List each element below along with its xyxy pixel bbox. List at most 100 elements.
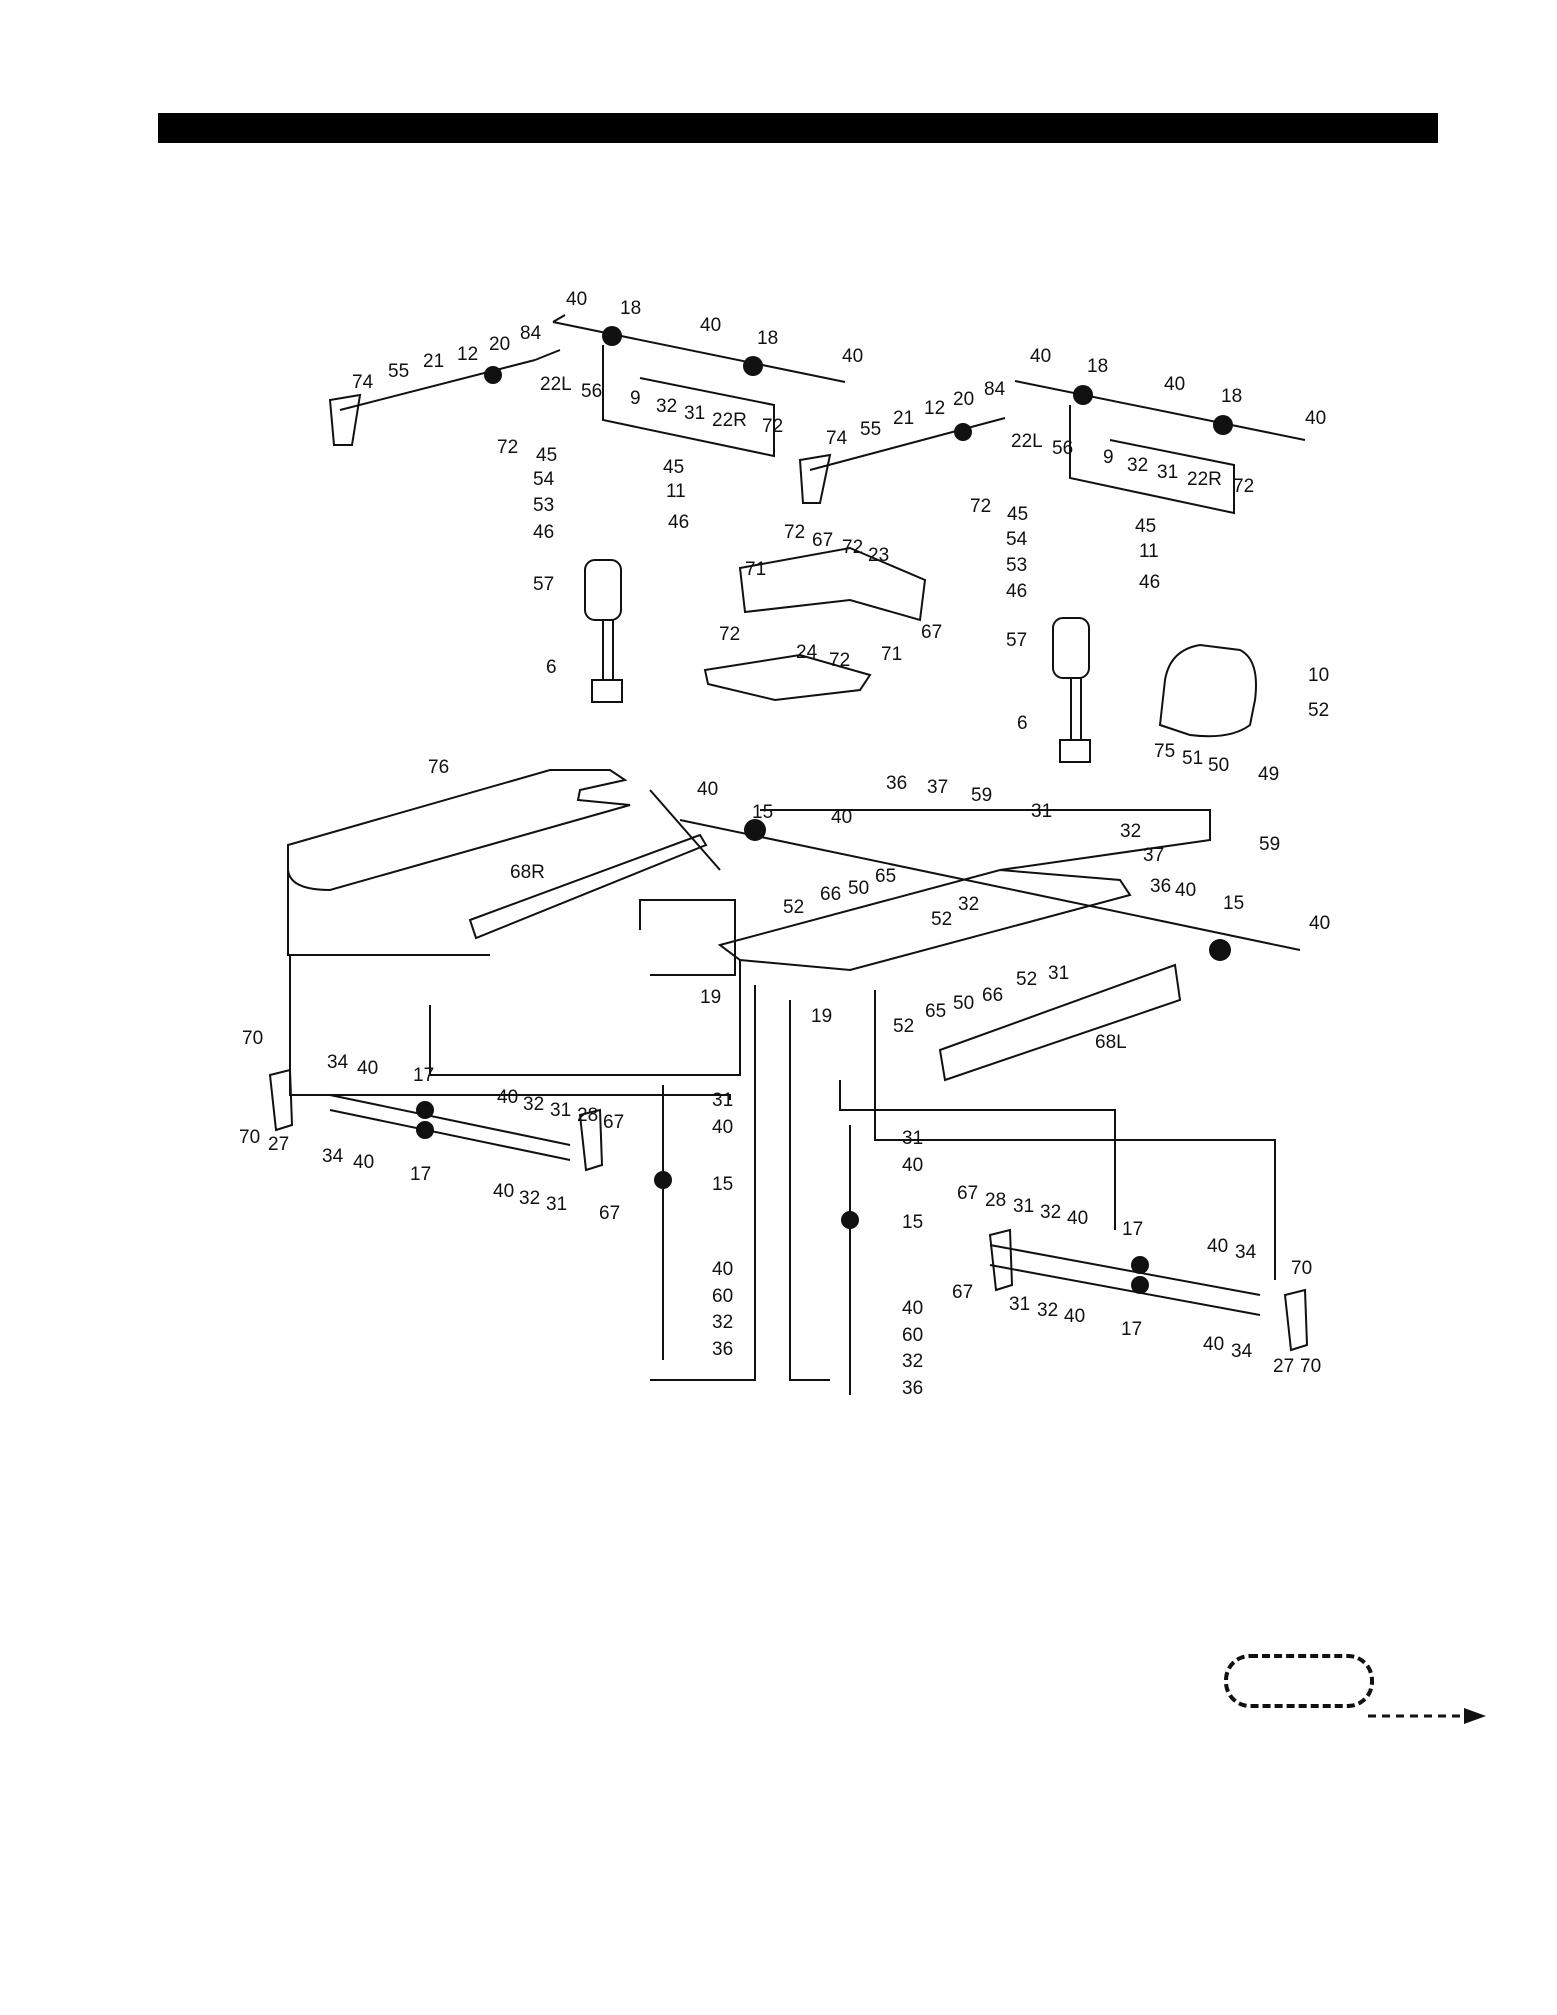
part-callout-c-m-66b: 66 — [982, 985, 1003, 1006]
part-callout-c-m-59b: 59 — [1259, 834, 1280, 855]
part-callout-c-sh-72c: 72 — [719, 624, 740, 645]
part-callout-c-pd-75: 75 — [1154, 741, 1175, 762]
part-callout-c-m-40b: 40 — [831, 807, 852, 828]
part-callout-c-bc-32b: 32 — [902, 1351, 923, 1372]
part-callout-c-tr-40c: 40 — [1305, 408, 1326, 429]
part-callout-c-tr-18a: 18 — [1087, 356, 1108, 377]
part-callout-c-m-37a: 37 — [927, 777, 948, 798]
part-callout-c-tl-31: 31 — [684, 403, 705, 424]
part-callout-c-bc-36b: 36 — [902, 1378, 923, 1399]
part-callout-c-m-40c: 40 — [1175, 880, 1196, 901]
part-callout-c-bl-34a: 34 — [327, 1052, 349, 1073]
part-callout-c-tl-45a: 45 — [536, 445, 557, 466]
part-callout-c-tr-6: 6 — [1017, 713, 1028, 734]
part-callout-c-tl-46a: 46 — [533, 522, 554, 543]
diagram-linework — [268, 314, 1309, 1395]
part-callout-c-bl-17a: 17 — [413, 1065, 434, 1086]
part-callout-c-bc-60b: 60 — [902, 1325, 923, 1346]
part-callout-c-76: 76 — [428, 757, 449, 778]
part-callout-c-br-34b: 34 — [1231, 1341, 1253, 1362]
part-callout-c-tr-84: 84 — [984, 379, 1006, 400]
part-callout-c-tr-72b: 72 — [970, 496, 991, 517]
part-callout-c-m-40d: 40 — [1309, 913, 1330, 934]
part-callout-c-tl-57: 57 — [533, 574, 554, 595]
part-callout-c-tr-46b: 46 — [1139, 572, 1160, 593]
part-callout-c-m-36b: 36 — [1150, 876, 1171, 897]
part-callout-c-tr-55: 55 — [860, 419, 881, 440]
part-callout-c-tl-18b: 18 — [757, 328, 778, 349]
part-callout-c-br-32a: 32 — [1040, 1202, 1061, 1223]
part-callout-c-bl-28: 28 — [577, 1105, 598, 1126]
part-callout-c-m-37b: 37 — [1143, 845, 1164, 866]
part-callout-c-bc-31a: 31 — [712, 1090, 733, 1111]
part-callout-c-br-40a: 40 — [1067, 1208, 1088, 1229]
part-callout-c-m-65b: 65 — [925, 1001, 946, 1022]
part-callout-c-tl-72b: 72 — [497, 437, 518, 458]
part-callout-c-br-32b: 32 — [1037, 1300, 1058, 1321]
part-callout-c-tl-22L: 22L — [540, 374, 572, 395]
part-callout-c-m-32b: 32 — [958, 894, 979, 915]
part-callout-c-tr-46a: 46 — [1006, 581, 1027, 602]
part-callout-c-tr-21: 21 — [893, 408, 914, 429]
part-callout-c-br-27: 27 — [1273, 1356, 1294, 1377]
part-callout-c-m-59a: 59 — [971, 785, 992, 806]
part-callout-c-tr-40a: 40 — [1030, 346, 1051, 367]
part-callout-c-bl-67a: 67 — [603, 1112, 624, 1133]
part-callout-c-tr-12: 12 — [924, 398, 945, 419]
next-page-arrow-icon[interactable] — [1368, 1706, 1488, 1726]
part-callout-c-m-52c: 52 — [1016, 969, 1037, 990]
part-callout-c-m-32a: 32 — [1120, 821, 1141, 842]
part-callout-c-m-50b: 50 — [953, 993, 974, 1014]
part-callout-c-sh-24: 24 — [796, 642, 818, 663]
part-callout-c-bl-27: 27 — [268, 1134, 289, 1155]
part-callout-c-tr-32: 32 — [1127, 455, 1148, 476]
part-callout-c-tr-31: 31 — [1157, 462, 1178, 483]
part-callout-c-tl-12: 12 — [457, 344, 478, 365]
part-callout-c-m-31a: 31 — [1031, 801, 1052, 822]
part-callout-c-bl-32a: 32 — [523, 1094, 544, 1115]
part-callout-c-tr-45a: 45 — [1007, 504, 1028, 525]
part-callout-c-m-65a: 65 — [875, 866, 896, 887]
part-callout-c-sh-72d: 72 — [829, 650, 850, 671]
part-callout-c-tr-74: 74 — [826, 428, 848, 449]
part-callout-c-bl-17b: 17 — [410, 1164, 431, 1185]
part-callout-c-bc-32a: 32 — [712, 1312, 733, 1333]
part-callout-c-bc-40a: 40 — [712, 1117, 733, 1138]
part-callout-c-bc-15b: 15 — [902, 1212, 923, 1233]
part-callout-c-br-17b: 17 — [1121, 1319, 1142, 1340]
part-callout-c-m-52a: 52 — [783, 897, 804, 918]
part-callout-c-tl-54: 54 — [533, 469, 555, 490]
part-callout-c-br-67a: 67 — [957, 1183, 978, 1204]
part-callout-c-tl-40b: 40 — [700, 315, 721, 336]
header-bar — [158, 113, 1438, 143]
part-callout-c-m-31b: 31 — [1048, 963, 1069, 984]
part-callout-c-pd-52: 52 — [1308, 700, 1329, 721]
part-callout-c-bl-67b: 67 — [599, 1203, 620, 1224]
part-callout-c-m-50a: 50 — [848, 878, 869, 899]
part-callout-c-tr-56: 56 — [1052, 438, 1073, 459]
part-callout-c-tl-18a: 18 — [620, 298, 641, 319]
part-callout-c-br-40b: 40 — [1207, 1236, 1228, 1257]
part-callout-c-tr-72a: 72 — [1233, 476, 1254, 497]
part-callout-c-m-52b: 52 — [931, 909, 952, 930]
part-callout-c-m-40a: 40 — [697, 779, 718, 800]
part-callout-c-tl-11: 11 — [666, 481, 686, 502]
part-callout-c-tr-22L: 22L — [1011, 431, 1043, 452]
part-callout-c-sh-23: 23 — [868, 545, 889, 566]
part-callout-c-m-15a: 15 — [752, 802, 773, 823]
diagram-hardware — [416, 326, 1233, 1294]
part-callout-c-bc-60a: 60 — [712, 1286, 733, 1307]
part-callout-c-br-40c: 40 — [1064, 1306, 1085, 1327]
part-callout-c-tl-56: 56 — [581, 381, 602, 402]
part-callout-c-68R: 68R — [510, 862, 545, 883]
part-callout-c-tr-22R: 22R — [1187, 469, 1222, 490]
part-callout-c-bl-40a: 40 — [357, 1058, 378, 1079]
next-page-badge[interactable] — [1224, 1654, 1374, 1708]
part-callout-c-68L: 68L — [1095, 1032, 1127, 1053]
part-callout-c-m-15b: 15 — [1223, 893, 1244, 914]
part-callout-c-tl-84: 84 — [520, 323, 542, 344]
part-callout-c-bc-40c: 40 — [902, 1155, 923, 1176]
part-callout-c-bl-70b: 70 — [239, 1127, 260, 1148]
